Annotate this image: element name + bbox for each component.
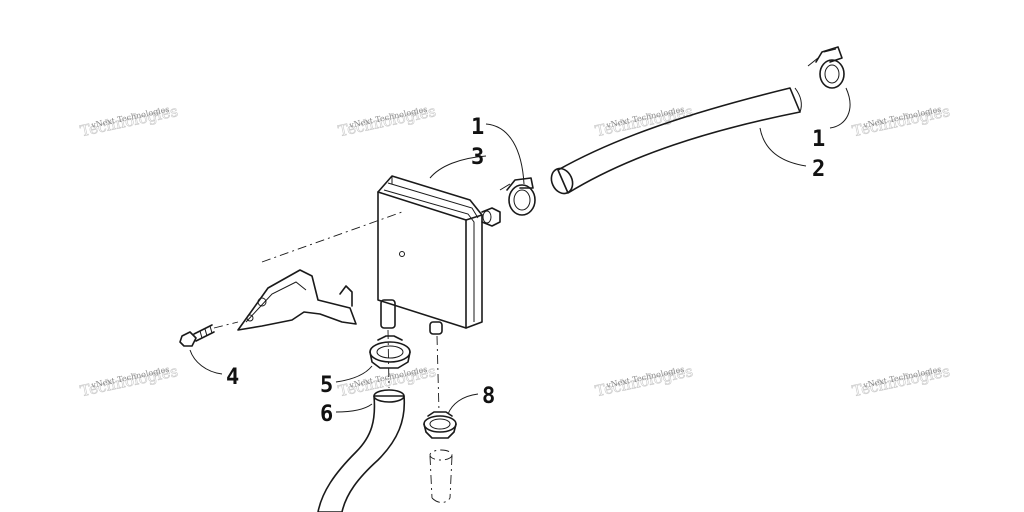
watermark-7: Technologies vNext Technologies (593, 362, 694, 401)
canister-box (377, 175, 501, 335)
watermark-4: Technologies vNext Technologies (850, 102, 951, 141)
watermark-5: Technologies vNext Technologies (78, 362, 179, 401)
callout-clamp-lower: 8 (482, 384, 495, 409)
callout-clamp-left: 1 (471, 115, 484, 140)
watermark-3: Technologies vNext Technologies (593, 102, 694, 141)
phantom-hose (429, 449, 453, 503)
watermark-2: Technologies vNext Technologies (336, 102, 437, 141)
callout-bolt: 4 (226, 365, 239, 390)
upper-hose (550, 87, 802, 195)
watermark-1: Technologies vNext Technologies (78, 102, 179, 141)
alignment-lines (213, 211, 440, 413)
watermark-8: Technologies vNext Technologies (850, 362, 951, 401)
bolt (179, 324, 215, 347)
callout-lower-hose: 6 (320, 402, 333, 427)
callout-clamp-right: 1 (812, 127, 825, 152)
hose-clamp-lower (423, 411, 457, 439)
hose-clamp-upper-right (807, 46, 845, 89)
callout-upper-hose: 2 (812, 157, 825, 182)
hose-clamp-left (499, 177, 536, 216)
callout-canister: 3 (471, 145, 484, 170)
leader-lines (189, 87, 851, 415)
mounting-bracket (237, 269, 357, 331)
hose-clamp-middle (369, 335, 411, 369)
callout-clamp-middle: 5 (320, 373, 333, 398)
